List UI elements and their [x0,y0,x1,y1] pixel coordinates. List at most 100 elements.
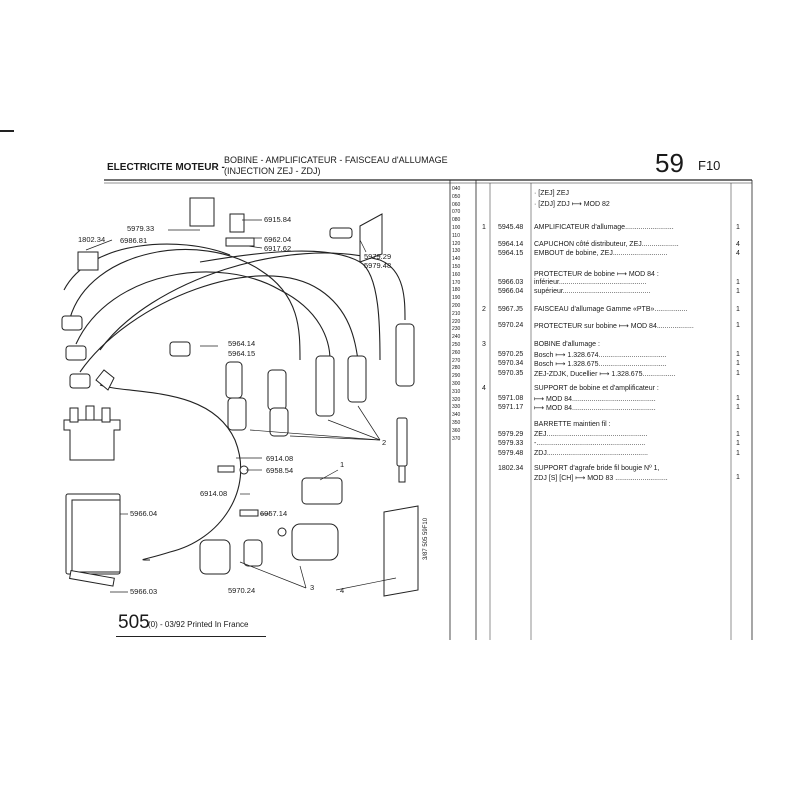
item-rep: 4 [482,385,486,392]
part-desc: BARRETTE maintien fil : [534,421,611,428]
part-desc: · [ZDJ] ZDJ ⟼ MOD 82 [534,201,610,208]
line-code: 040 [452,186,461,192]
part-desc: SUPPORT de bobine et d'amplificateur : [534,385,659,392]
subtitle-line1: BOBINE - AMPLIFICATEUR - FAISCEAU d'ALLU… [224,155,448,165]
table-row: 5971.08⟼ MOD 84.........................… [478,395,750,405]
table-row: · [ZEJ] ZEJ [478,190,750,200]
part-qty: 1 [736,306,740,313]
part-desc: supérieur...............................… [534,288,651,295]
table-row: 2 5967.J5 FAISCEAU d'allumage Gamme «PTB».… [478,306,750,316]
part-desc: ZDJ [S] [CH] ⟼ MOD 83 ..................… [534,475,668,482]
part-ref: 5970.25 [498,351,524,358]
part-desc: ⟼ MOD 84................................… [534,405,656,412]
label-ref-2: 2 [382,438,387,447]
line-code: 110 [452,232,460,239]
line-code: 080 [452,217,461,224]
line-code: 070 [452,209,461,216]
line-code: 340 [452,412,461,419]
line-code: 250 [452,341,461,348]
label-5966-03: 5966.03 [130,587,158,596]
table-row: 4 SUPPORT de bobine et d'amplificateur : [478,385,750,395]
line-code: 270 [452,357,461,364]
table-row: 5971.17 ⟼ MOD 84.........................… [478,404,750,414]
line-code: 300 [452,380,461,387]
part-desc: inférieur...............................… [534,279,647,286]
table-row: PROTECTEUR de bobine ⟼ MOD 84 : [478,270,750,280]
part-ref: 1802.34 [498,465,524,472]
line-code: 210 [452,310,461,317]
line-code: 170 [452,279,461,286]
part-qty: 1 [736,288,740,295]
line-code: 230 [452,326,461,333]
part-ref: 5979.48 [498,450,524,457]
subtitle-line2: (INJECTION ZEJ - ZDJ) [224,166,321,176]
label-6915-84: 6915.84 [264,215,292,224]
part-desc: BOBINE d'allumage : [534,341,600,348]
part-ref: 5945.48 [498,224,524,231]
page-number: 59 [655,148,684,178]
part-qty: 1 [736,474,740,481]
part-desc: ZEJ.....................................… [534,431,648,438]
side-reference: 3/87 505 59F10 [423,517,429,560]
part-desc: ZEJ-ZDJK, Ducellier ⟼ 1.328.675.........… [534,371,676,378]
line-code: 100 [452,224,461,231]
part-ref: 5971.08 [498,395,524,402]
part-desc: Bosch ⟼ 1.328.675.......................… [534,361,667,368]
part-qty: 1 [736,450,740,457]
label-5964-14: 5964.14 [228,339,256,348]
line-code: 130 [452,248,461,255]
label-1802-34: 1802.34 [78,235,106,244]
item-rep: 1 [482,224,486,231]
table-row: 5970.25 Bosch ⟼ 1.328.674................… [478,351,750,361]
label-5979-48: 5979.48 [364,261,392,270]
section-code: F10 [698,158,721,173]
part-desc: FAISCEAU d'allumage Gamme «PTB».........… [534,306,688,313]
line-code: 370 [452,435,461,442]
part-desc: -.......................................… [534,440,646,447]
part-ref: 5967.J5 [498,306,523,313]
label-5979-33: 5979.33 [127,224,155,233]
line-code: 120 [452,240,461,247]
line-code: 350 [452,419,461,426]
label-6917-62: 6917.62 [264,244,292,253]
part-desc: · [ZEJ] ZEJ [534,190,569,197]
label-6962-04: 6962.04 [264,235,292,244]
part-desc: CAPUCHON côté distributeur, ZEJ.........… [534,241,679,248]
line-code: 200 [452,302,461,309]
part-desc: SUPPORT d'agrafe bride fil bougie Nº 1, [534,465,660,472]
part-desc: PROTECTEUR de bobine ⟼ MOD 84 : [534,271,659,278]
catalog-number: 505 [118,612,150,633]
label-6957-14: 6957.14 [260,509,288,518]
label-ref-3: 3 [310,583,315,592]
part-ref: 5970.24 [498,322,524,329]
section-title: ELECTRICITE MOTEUR - [107,162,225,173]
line-code: 330 [452,404,461,411]
part-qty: 1 [736,440,740,447]
part-desc: EMBOUT de bobine, ZEJ...................… [534,250,668,257]
part-qty: 1 [736,224,740,231]
part-desc: Bosch ⟼ 1.328.674.......................… [534,352,667,359]
line-code: 320 [452,396,461,403]
label-5979-29: 5979.29 [364,252,392,261]
item-rep: 2 [482,306,486,313]
table-row: BARRETTE maintien fil : [478,421,750,431]
table-row: 3 BOBINE d'allumage : [478,341,750,351]
line-code: 220 [452,318,461,325]
part-qty: 1 [736,431,740,438]
part-ref: 5971.17 [498,404,524,411]
table-row: · [ZDJ] ZDJ ⟼ MOD 82 [478,200,750,210]
item-rep: 3 [482,341,486,348]
part-qty: 1 [736,279,740,286]
part-qty: 1 [736,404,740,411]
part-qty: 1 [736,351,740,358]
label-ref-4: 4 [340,586,345,595]
part-qty: 1 [736,395,740,402]
print-info: (0) - 03/92 Printed In France [148,620,249,629]
line-code: 310 [452,388,461,395]
